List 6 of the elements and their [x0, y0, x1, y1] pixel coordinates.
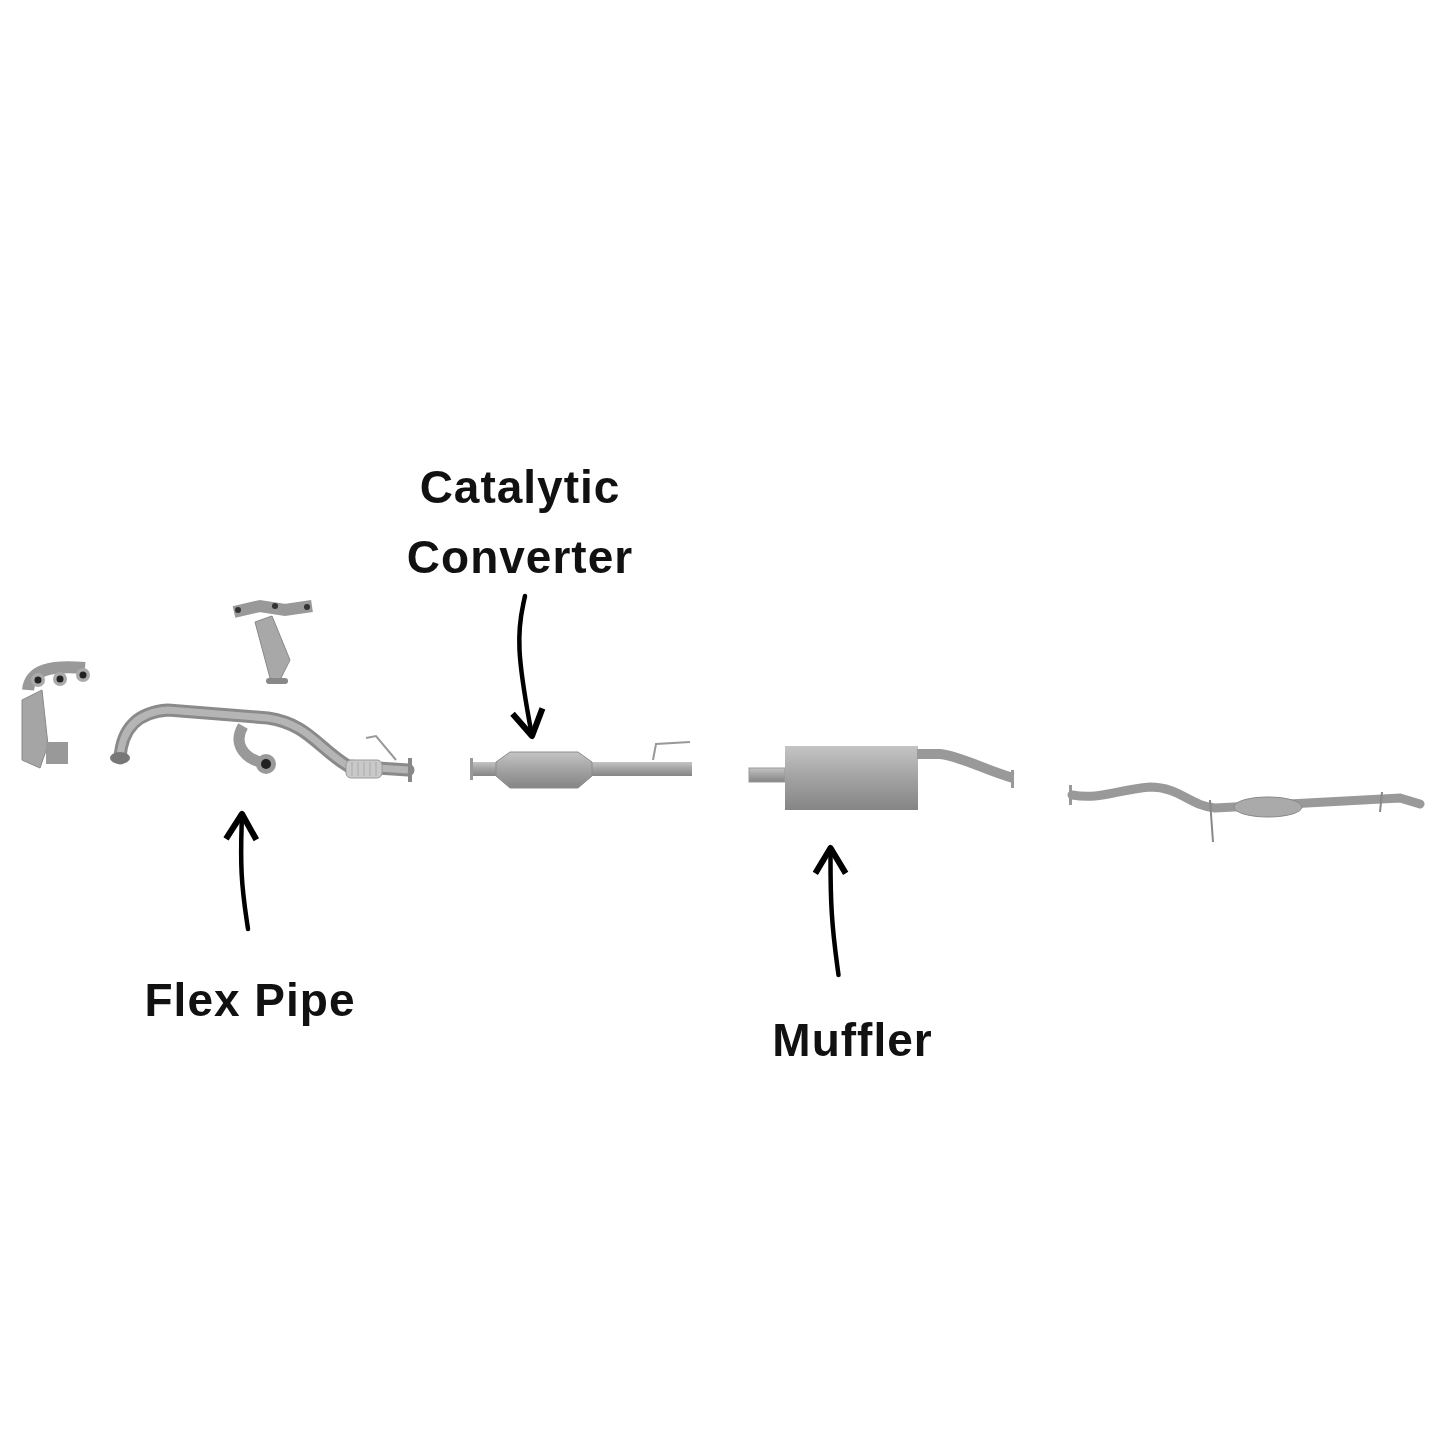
leader-arrow: [509, 593, 546, 740]
leader-arrow: [812, 844, 849, 978]
part-label: Catalytic Converter: [405, 460, 635, 585]
leader-arrow: [222, 810, 260, 932]
part-label: Flex Pipe: [143, 973, 357, 1028]
part-label: Muffler: [771, 1013, 934, 1068]
